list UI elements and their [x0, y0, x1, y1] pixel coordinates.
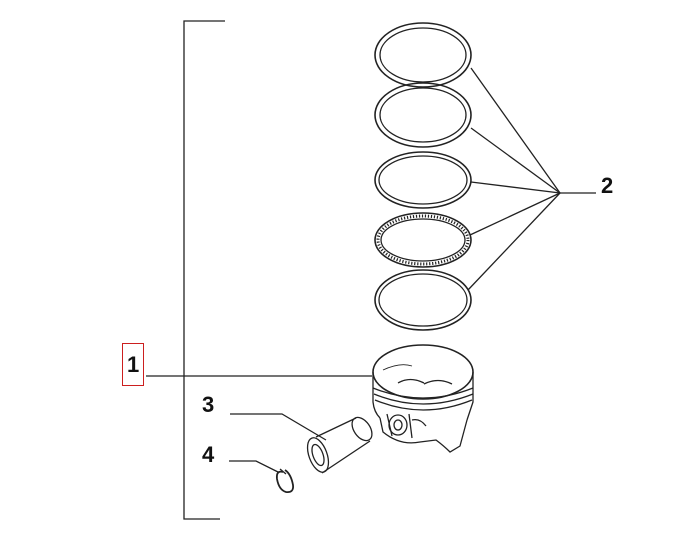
callout-1-highlight-box[interactable]: 1 — [122, 343, 144, 386]
leader-line-3 — [230, 413, 327, 441]
piston-ring-5 — [374, 269, 472, 331]
callout-2-label[interactable]: 2 — [601, 173, 614, 198]
callout-3-label[interactable]: 3 — [202, 392, 215, 417]
piston-pin — [306, 416, 373, 474]
oil-control-ring — [374, 212, 472, 268]
piston-ring-3 — [374, 151, 472, 209]
assembly-bracket — [183, 20, 225, 520]
callout-4-label[interactable]: 4 — [202, 442, 215, 467]
piston — [372, 344, 474, 453]
leader-lines-2 — [467, 67, 596, 291]
callout-1-label[interactable]: 1 — [127, 352, 140, 377]
circlip — [275, 468, 295, 494]
piston-ring-2 — [374, 82, 472, 148]
piston-ring-1 — [374, 22, 472, 88]
leader-line-4 — [229, 460, 279, 473]
